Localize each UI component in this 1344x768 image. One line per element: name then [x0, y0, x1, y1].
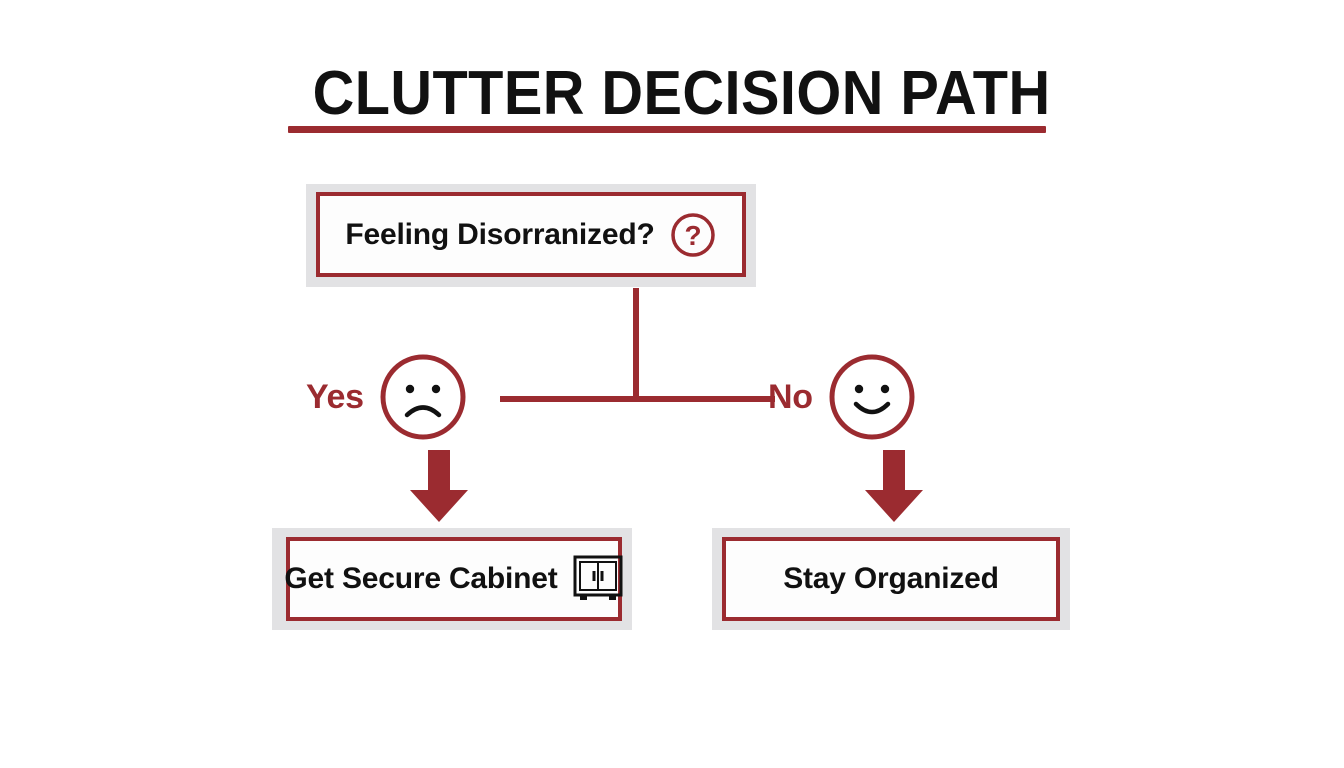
outcome-right-content: Stay Organized [783, 562, 999, 596]
cabinet-icon [572, 554, 624, 604]
branch-yes-label: Yes [306, 377, 364, 416]
decision-node-content: Feeling Disorranized? ? [345, 211, 716, 259]
page-title: CLUTTER DECISION PATH [312, 59, 1051, 128]
connector-horizontal-line [500, 396, 775, 402]
svg-text:?: ? [684, 220, 701, 251]
down-arrow-icon-right [855, 448, 933, 531]
title-block: CLUTTER DECISION PATH [286, 58, 1051, 130]
branch-no: No [768, 352, 917, 442]
happy-face-icon [827, 352, 917, 442]
outcome-right-label: Stay Organized [783, 562, 999, 595]
decision-node-label: Feeling Disorranized? [345, 217, 655, 251]
title-underline-rule [288, 126, 1046, 133]
outcome-left-label: Get Secure Cabinet [284, 562, 558, 595]
sad-face-icon [378, 352, 468, 442]
branch-no-label: No [768, 377, 813, 416]
decision-node[interactable]: Feeling Disorranized? ? [316, 192, 746, 277]
outcome-node-get-secure-cabinet[interactable]: Get Secure Cabinet [284, 537, 623, 621]
outcome-left-content: Get Secure Cabinet [284, 554, 623, 604]
question-mark-circle-icon: ? [669, 211, 717, 259]
branch-yes: Yes [306, 352, 468, 442]
outcome-node-stay-organized[interactable]: Stay Organized [722, 537, 1060, 621]
connector-vertical-line [633, 288, 639, 400]
down-arrow-icon-left [400, 448, 478, 531]
